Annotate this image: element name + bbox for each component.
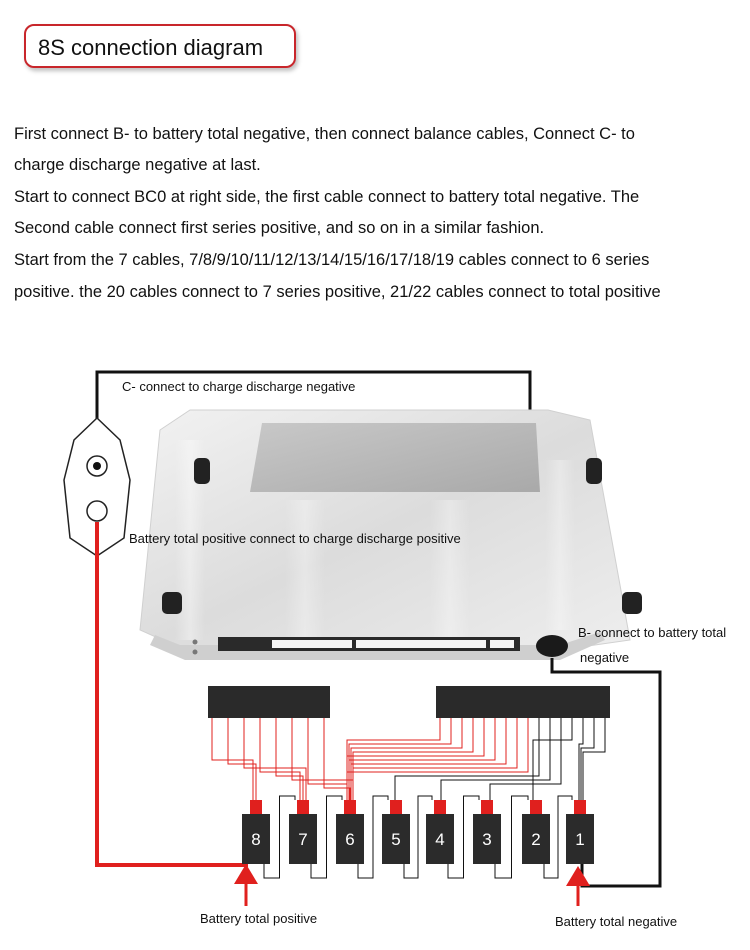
cell-number: 8 <box>251 830 260 849</box>
mount-slot-icon <box>194 458 210 484</box>
balance-wire <box>346 718 529 800</box>
battery-total-positive-label: Battery total positive <box>200 911 317 926</box>
balance-plug-left <box>208 686 330 718</box>
mount-slot-icon <box>586 458 602 484</box>
cell-positive-terminal <box>530 800 542 814</box>
arrow-up-icon <box>234 864 258 906</box>
battery-cell-2: 2 <box>522 800 550 864</box>
balance-wire <box>211 718 254 800</box>
cell-body <box>382 814 410 864</box>
arrow-up-icon <box>566 866 590 906</box>
cell-body <box>289 814 317 864</box>
instruction-line-3: Start to connect BC0 at right side, the … <box>14 188 640 206</box>
balance-wire <box>243 718 307 800</box>
battery-cell-8: 8 <box>242 800 270 864</box>
balance-wire <box>323 718 351 800</box>
balance-wire <box>227 718 257 800</box>
series-link <box>543 795 573 879</box>
balance-wire <box>346 718 485 800</box>
cell-body <box>336 814 364 864</box>
balance-wire <box>259 718 301 800</box>
cell-positive-terminal <box>434 800 446 814</box>
cell-positive-terminal <box>344 800 356 814</box>
battery-cell-7: 7 <box>289 800 317 864</box>
cell-number: 3 <box>482 830 491 849</box>
cell-positive-terminal <box>574 800 586 814</box>
instruction-line-2: charge discharge negative at last. <box>14 156 261 174</box>
cell-body <box>426 814 454 864</box>
cell-number: 7 <box>298 830 307 849</box>
cell-number: 1 <box>575 830 584 849</box>
cell-body <box>566 814 594 864</box>
series-link <box>494 795 529 879</box>
mount-slot-icon <box>162 592 182 614</box>
cell-number: 6 <box>345 830 354 849</box>
b-minus-label-line1: B- connect to battery total <box>578 625 726 640</box>
balance-wire <box>348 718 496 800</box>
board-panel <box>250 423 540 492</box>
cell-number: 4 <box>435 830 444 849</box>
series-link <box>447 795 480 879</box>
battery-cells: 8 7 6 5 4 3 2 1 <box>242 800 594 864</box>
instruction-line-1: First connect B- to battery total negati… <box>14 125 635 143</box>
cell-positive-terminal <box>250 800 262 814</box>
balance-wire <box>582 718 606 800</box>
battery-cell-5: 5 <box>382 800 410 864</box>
series-link <box>263 795 296 879</box>
cell-series-links <box>263 795 573 879</box>
instruction-line-4: Second cable connect first series positi… <box>14 219 545 237</box>
balance-wire <box>350 718 507 800</box>
series-link <box>403 795 433 879</box>
balance-wire <box>440 718 551 800</box>
battery-cell-3: 3 <box>473 800 501 864</box>
balance-plug-right <box>436 686 610 718</box>
cell-body <box>522 814 550 864</box>
balance-wire <box>489 718 562 800</box>
balance-wire <box>275 718 304 800</box>
cell-positive-terminal <box>481 800 493 814</box>
cell-body <box>473 814 501 864</box>
b-minus-label-line2: negative <box>580 650 629 665</box>
instruction-line-5: Start from the 7 cables, 7/8/9/10/11/12/… <box>14 251 650 269</box>
instruction-line-6: positive. the 20 cables connect to 7 ser… <box>14 283 661 301</box>
balance-wire <box>578 718 584 800</box>
series-link <box>357 795 389 879</box>
balance-wire <box>532 718 573 800</box>
cell-positive-terminal <box>390 800 402 814</box>
balance-wire <box>346 718 441 800</box>
title-box: 8S connection diagram <box>24 24 296 68</box>
balance-wire <box>352 718 474 800</box>
series-link <box>310 795 343 879</box>
balance-wire <box>348 718 452 800</box>
battery-cell-6: 6 <box>336 800 364 864</box>
balance-wire <box>350 718 463 800</box>
battery-cell-1: 1 <box>566 800 594 864</box>
bms-board <box>139 409 642 660</box>
cell-number: 5 <box>391 830 400 849</box>
cell-number: 2 <box>531 830 540 849</box>
total-positive-connect-label: Battery total positive connect to charge… <box>129 531 461 546</box>
page-title: 8S connection diagram <box>38 35 264 60</box>
b-minus-port <box>536 635 568 657</box>
battery-total-negative-label: Battery total negative <box>555 914 677 929</box>
battery-cell-4: 4 <box>426 800 454 864</box>
balance-wires <box>211 718 606 800</box>
c-minus-label: C- connect to charge discharge negative <box>122 379 355 394</box>
cell-positive-terminal <box>297 800 309 814</box>
mount-slot-icon <box>622 592 642 614</box>
positive-wire <box>95 522 248 867</box>
balance-wire <box>394 718 540 800</box>
balance-wire <box>352 718 518 800</box>
cell-body <box>242 814 270 864</box>
balance-wire <box>580 718 595 800</box>
